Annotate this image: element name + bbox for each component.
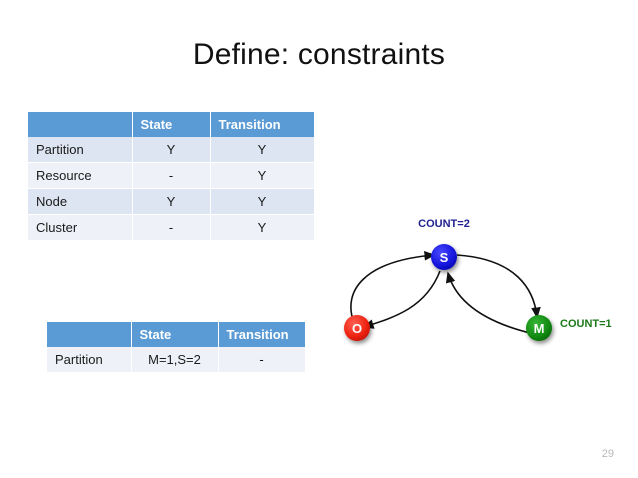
table-header-row: State Transition — [47, 322, 306, 347]
cell-transition: Y — [210, 162, 315, 189]
state-node-o-label: O — [352, 321, 362, 336]
row-label: Cluster — [28, 214, 133, 241]
constraints-table-top: State Transition Partition Y Y Resource … — [28, 112, 315, 241]
cell-state: Y — [132, 137, 211, 163]
row-label: Partition — [47, 347, 132, 373]
count-label-s: COUNT=2 — [418, 218, 470, 230]
cell-transition: - — [218, 347, 306, 373]
page-title: Define: constraints — [192, 38, 446, 71]
table-row: Partition M=1,S=2 - — [47, 347, 306, 373]
cell-transition: Y — [210, 188, 315, 215]
column-header-blank — [47, 322, 132, 347]
constraints-table-bottom: State Transition Partition M=1,S=2 - — [47, 322, 306, 373]
state-transition-diagram: S O M COUNT=2 COUNT=1 — [330, 205, 638, 365]
edge-s-to-o — [362, 270, 441, 329]
table-row: Cluster - Y — [28, 214, 315, 241]
cell-state: - — [132, 162, 211, 189]
edge-m-to-s — [445, 271, 531, 334]
column-header-blank — [28, 112, 133, 137]
state-node-m-label: M — [534, 321, 545, 336]
row-label: Partition — [28, 137, 133, 163]
cell-state: - — [132, 214, 211, 241]
state-node-s[interactable]: S — [431, 244, 457, 270]
column-header-transition: Transition — [210, 112, 315, 137]
row-label: Node — [28, 188, 133, 215]
table-row: Partition Y Y — [28, 137, 315, 163]
column-header-state: State — [131, 322, 219, 347]
edge-o-to-s — [350, 251, 436, 324]
column-header-transition: Transition — [218, 322, 306, 347]
cell-transition: Y — [210, 214, 315, 241]
column-header-state: State — [132, 112, 211, 137]
table-row: Resource - Y — [28, 162, 315, 189]
row-label: Resource — [28, 162, 133, 189]
state-node-m[interactable]: M — [526, 315, 552, 341]
state-node-s-label: S — [440, 250, 449, 265]
edge-s-to-m — [456, 254, 541, 319]
state-node-o[interactable]: O — [344, 315, 370, 341]
page-number: 29 — [601, 448, 614, 460]
cell-transition: Y — [210, 137, 315, 163]
table-header-row: State Transition — [28, 112, 315, 137]
count-label-m: COUNT=1 — [560, 318, 612, 330]
cell-state: M=1,S=2 — [131, 347, 219, 373]
cell-state: Y — [132, 188, 211, 215]
table-row: Node Y Y — [28, 188, 315, 215]
